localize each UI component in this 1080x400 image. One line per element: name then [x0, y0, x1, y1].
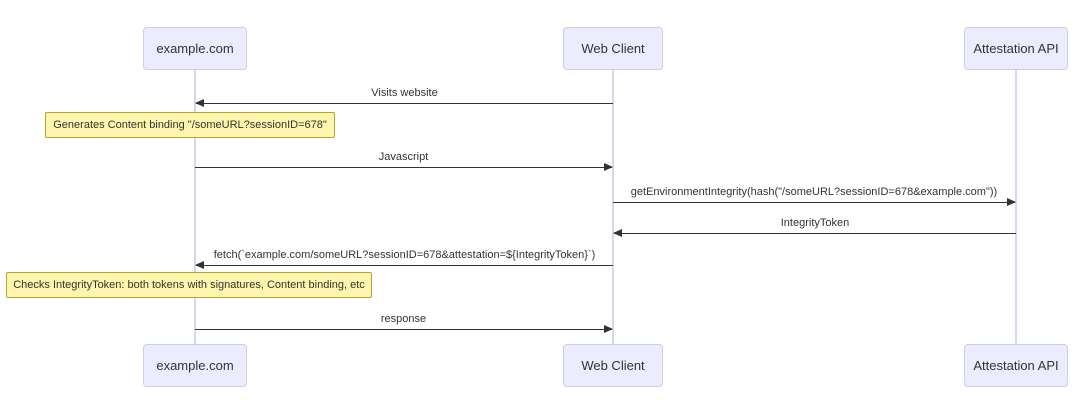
message-get-environment-integrity-arrow: [613, 198, 1016, 206]
note-generates-content-binding: Generates Content binding "/someURL?sess…: [45, 112, 335, 138]
actor-label: Web Client: [581, 358, 645, 373]
actor-label: example.com: [156, 41, 234, 56]
actor-label: Attestation API: [973, 358, 1059, 373]
message-visits-website-label: Visits website: [371, 87, 438, 99]
actor-label: Web Client: [581, 41, 645, 56]
actor-top-attestation-api: Attestation API: [964, 27, 1068, 70]
message-fetch-label: fetch(`example.com/someURL?sessionID=678…: [213, 249, 596, 261]
message-javascript-arrow: [195, 163, 613, 171]
message-get-environment-integrity-label: getEnvironmentIntegrity(hash("/someURL?s…: [630, 186, 998, 198]
actor-label: example.com: [156, 358, 234, 373]
message-integrity-token-arrow: [613, 229, 1016, 237]
message-fetch-arrow: [195, 261, 613, 269]
actor-top-example-com: example.com: [143, 27, 247, 70]
message-response-label: response: [380, 313, 427, 325]
message-response-arrow: [195, 325, 613, 333]
lifeline-web-client: [612, 70, 614, 344]
lifeline-attestation-api: [1015, 70, 1017, 344]
note-checks-integrity-token: Checks IntegrityToken: both tokens with …: [6, 272, 372, 298]
message-integrity-token-label: IntegrityToken: [780, 217, 850, 229]
actor-top-web-client: Web Client: [563, 27, 663, 70]
message-visits-website-arrow: [195, 99, 613, 107]
actor-bottom-attestation-api: Attestation API: [964, 344, 1068, 387]
actor-label: Attestation API: [973, 41, 1059, 56]
actor-bottom-example-com: example.com: [143, 344, 247, 387]
lifeline-example-com: [194, 70, 196, 344]
message-javascript-label: Javascript: [378, 151, 429, 163]
actor-bottom-web-client: Web Client: [563, 344, 663, 387]
